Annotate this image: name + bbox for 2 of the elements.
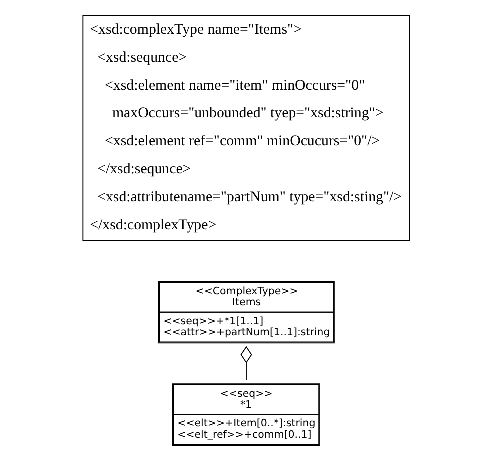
connector: [240, 346, 252, 380]
node-box: <xsd:complexType name="Items"> <xsd:sequnce> <xsd:element name="item" minOccurs="0" maxOccurs="unbounded" tyep="xsd:string"> <xsd:element ref="comm" minOcucurs="0"/> </xsd:sequnce> <xsd:attributename="partNum" type="xsd:sting"/> </xsd:complexType>: [82, 15, 410, 242]
